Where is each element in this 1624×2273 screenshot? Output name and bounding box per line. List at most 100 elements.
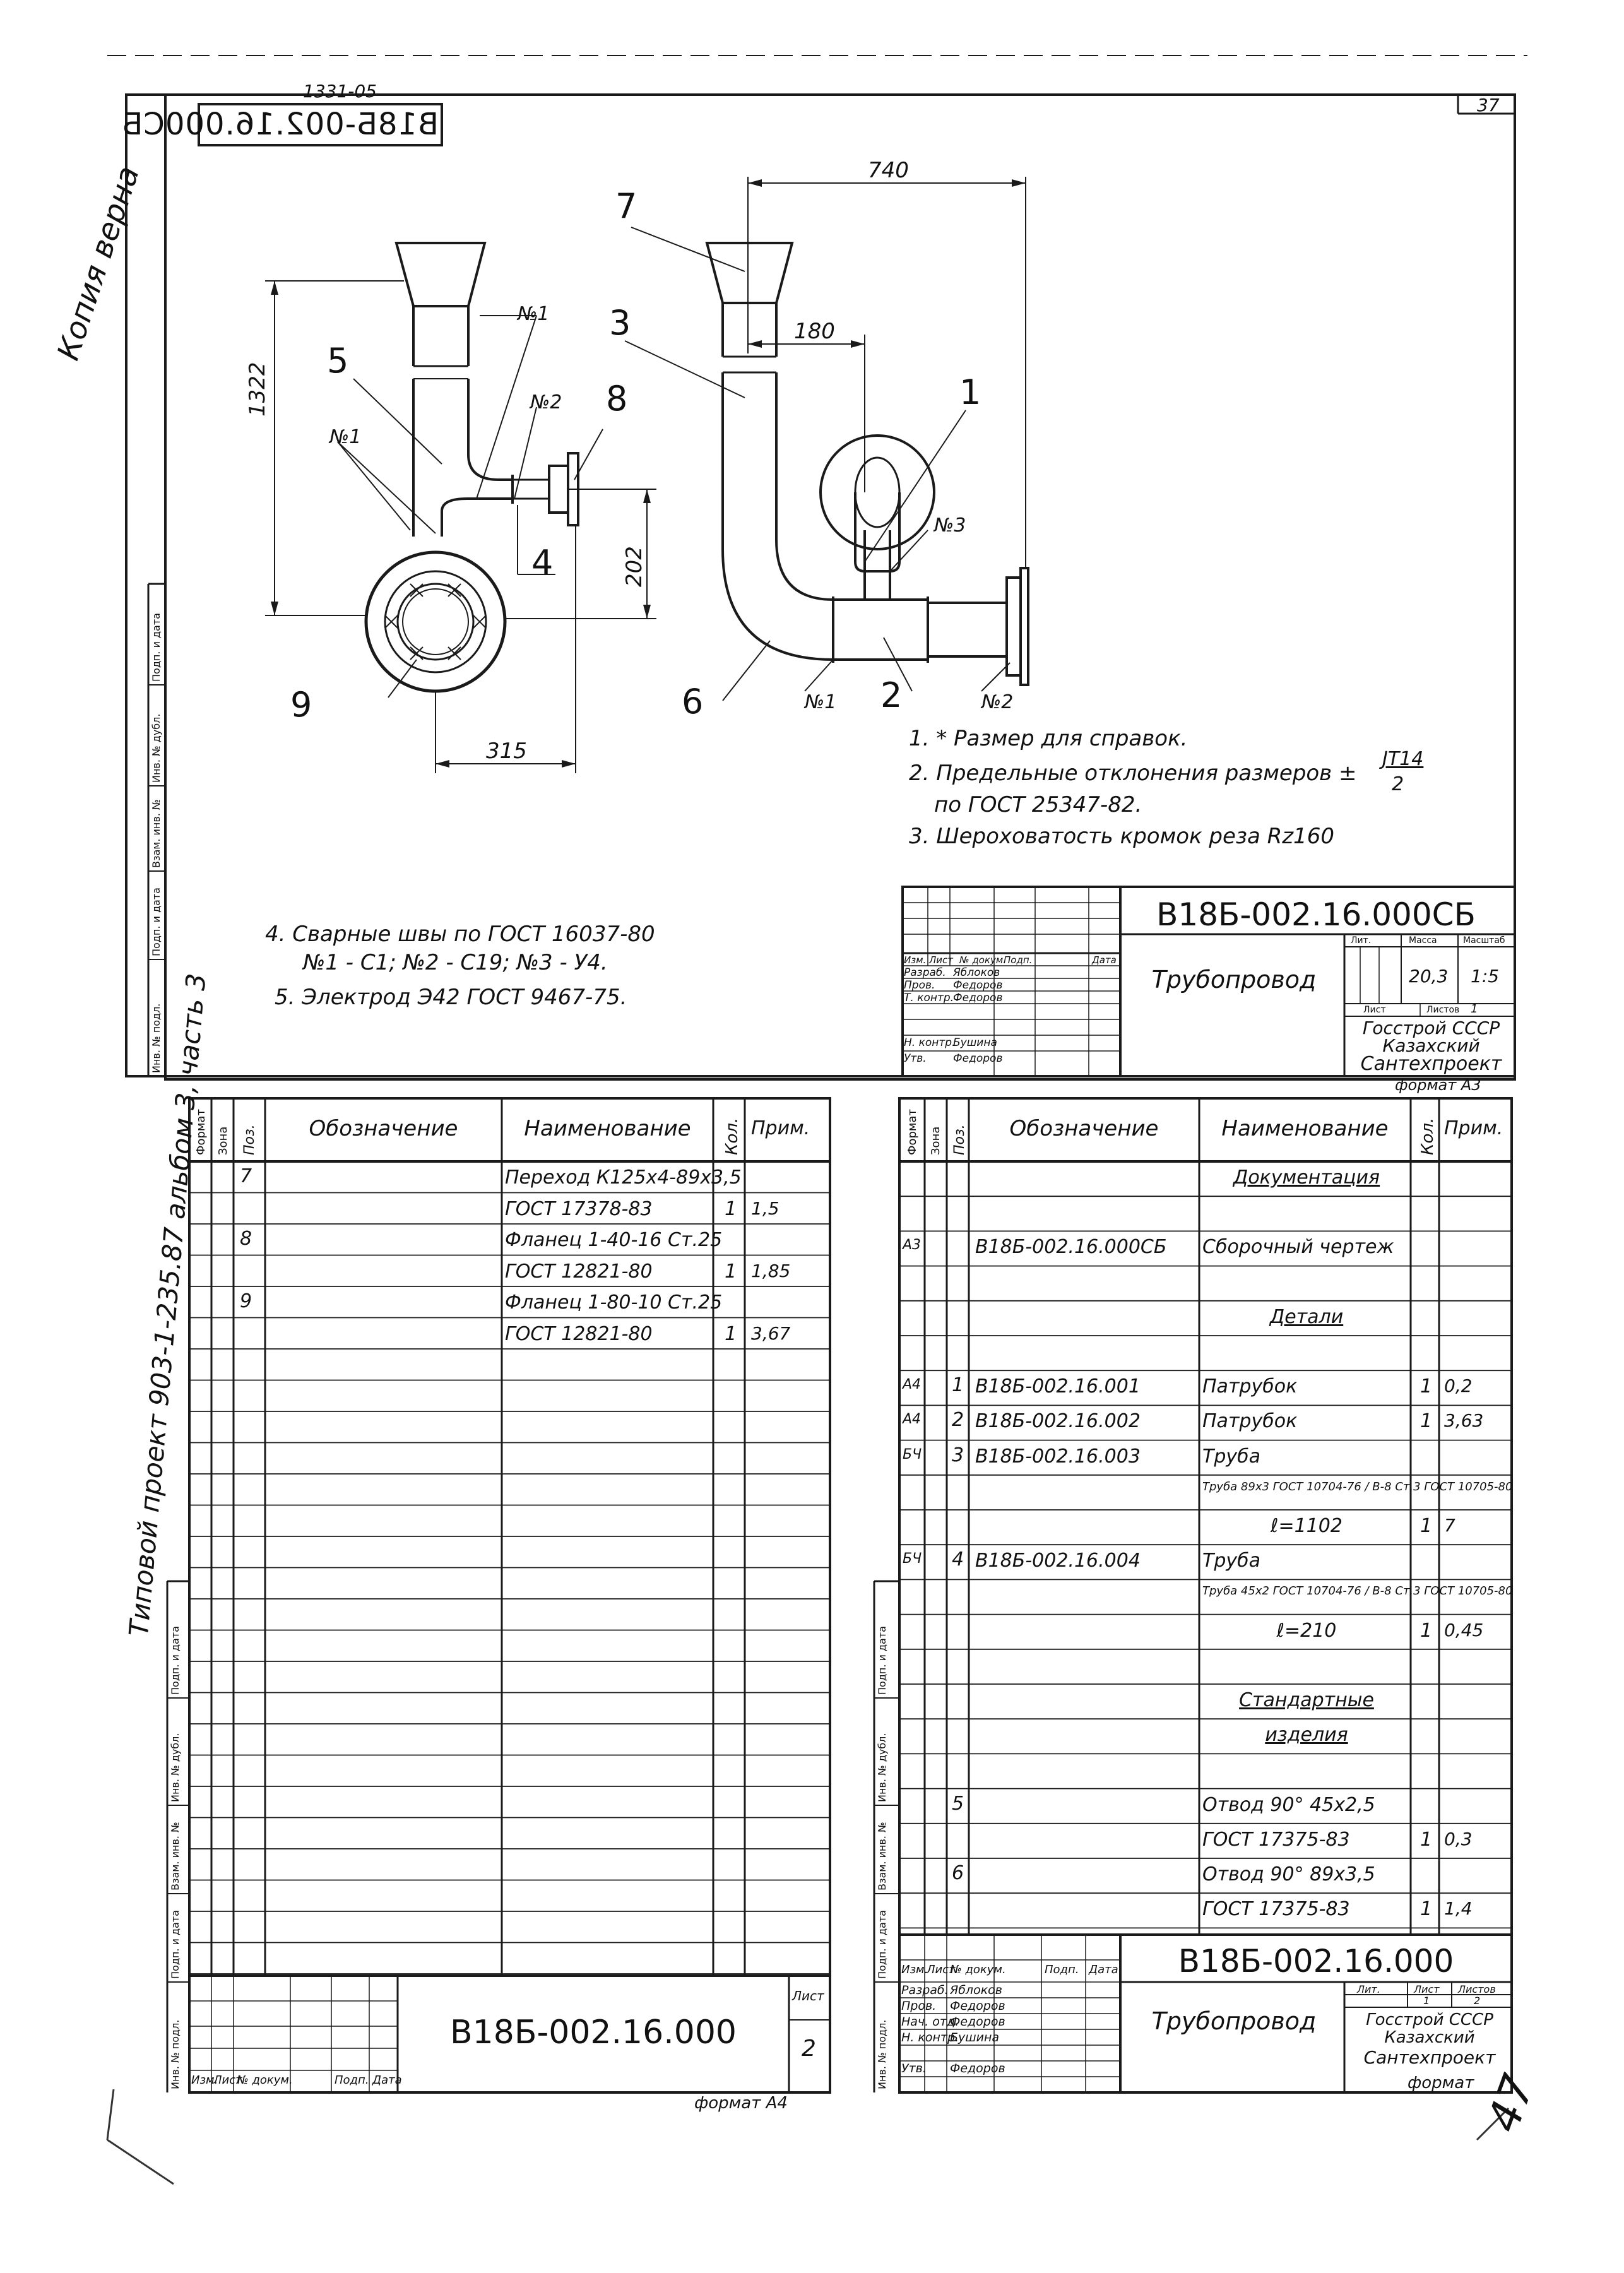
spec-name: Документация [1233, 1166, 1380, 1189]
spec-note: 3,67 [751, 1322, 791, 1344]
spec-qty: 1 [1420, 1375, 1433, 1398]
note-2: 2. Предельные отклонения размеров ± [909, 761, 1357, 786]
weld-mark: №1 [329, 426, 362, 448]
stamp-top-org-2: Казахский [1382, 1035, 1480, 1056]
spec-note: 1,5 [751, 1197, 779, 1219]
spec-name: Переход К125х4-89х3,5 [505, 1166, 742, 1189]
stamp-top-mass-header: Масса [1409, 935, 1437, 946]
top-sheet-frame [164, 93, 1516, 1081]
spec-name: ГОСТ 12821-80 [505, 1322, 653, 1345]
stamp-top-sheets-header: Листов [1426, 1005, 1460, 1015]
stamp-person: Бушина [950, 2031, 1000, 2045]
spec-name: Фланец 1-40-16 Ст.25 [505, 1229, 723, 1251]
stamp-top-org-3: Сантехпроект [1360, 1053, 1502, 1075]
corner-mark: 1331-05 [303, 81, 377, 102]
spec-position: 6 [952, 1862, 964, 1884]
callout-1: 1 [959, 372, 981, 412]
note-4-welds: №1 - С1; №2 - С19; №3 - У4. [303, 950, 608, 975]
spec-name: Труба 45х2 ГОСТ 10704-76 / В-8 Ст.3 ГОСТ… [1202, 1584, 1513, 1598]
spec-name: Сборочный чертеж [1202, 1236, 1394, 1259]
col-header-pos: Поз. [242, 1124, 258, 1155]
weld-mark: №2 [530, 391, 562, 413]
spec-name: Детали [1269, 1305, 1344, 1328]
note-2-fraction-bottom: 2 [1392, 773, 1404, 795]
stamp-role: Разраб. [904, 966, 946, 979]
stamp-top-sheets-value: 1 [1471, 1002, 1478, 1016]
dim-180: 180 [794, 319, 835, 344]
stamp-role: Пров. [904, 979, 935, 992]
spec-name: изделия [1265, 1724, 1348, 1747]
spec-qty: 1 [1420, 1410, 1433, 1433]
callout-2: 2 [880, 675, 903, 715]
col-header-designation: Обозначение [309, 1116, 458, 1141]
margin-label: Подп. и дата [169, 1910, 181, 1979]
weld-mark: №1 [805, 691, 837, 713]
spec-name: Отвод 90° 89х3,5 [1202, 1863, 1375, 1885]
note-2-standard: по ГОСТ 25347-82. [934, 792, 1142, 817]
col-header-zone: Зона [929, 1126, 942, 1155]
spec-name: Патрубок [1202, 1410, 1298, 1433]
spec-name: ГОСТ 12821-80 [505, 1260, 653, 1283]
stamp-right-sheet-header: Лист [1414, 1983, 1440, 1995]
dimension-lines [265, 177, 1026, 773]
margin-label: Взам. инв. № [169, 1822, 181, 1890]
spec-position: 8 [240, 1228, 252, 1250]
col-header-qty: Кол. [1418, 1117, 1437, 1155]
spec-position: 3 [952, 1444, 964, 1466]
stamp-person: Федоров [950, 2015, 1005, 2029]
spec-name: Отвод 90° 45х2,5 [1202, 1793, 1375, 1816]
spec-position: 5 [952, 1792, 964, 1815]
stamp-top-sheet-header: Лист [1363, 1005, 1386, 1015]
margin-label: Инв. № дубл. [876, 1733, 888, 1802]
col-header-format: Формат [906, 1108, 919, 1155]
col-header-note: Прим. [1444, 1117, 1503, 1139]
spec-format: А4 [903, 1377, 922, 1393]
stamp-header-cell: Лист [929, 954, 954, 966]
spec-qty: 1 [1420, 1515, 1433, 1537]
spec-note: 3,63 [1444, 1410, 1484, 1432]
stamp-top-mass: 20,3 [1409, 966, 1449, 987]
spec-position: 4 [952, 1548, 964, 1571]
spec-note: 1,85 [751, 1260, 791, 1281]
spec-qty: 1 [1420, 1619, 1433, 1642]
stamp-role: Н. контр. [901, 2031, 959, 2045]
mirrored-code-box [198, 103, 443, 146]
spec-note: 0,3 [1444, 1828, 1473, 1849]
callout-8: 8 [606, 379, 628, 418]
weld-mark: №3 [934, 514, 966, 537]
stamp-person: Федоров [950, 2062, 1005, 2075]
stamp-header-cell: № докум. [950, 1963, 1006, 1976]
dim-740: 740 [868, 158, 909, 183]
spec-designation: В18Б-002.16.004 [975, 1550, 1141, 1572]
stamp-header-cell: Подп. [1004, 954, 1033, 966]
stamp-right-lit-header: Лит. [1357, 1983, 1380, 1995]
left-spec-frame [188, 1097, 831, 2094]
stamp-top-scale-header: Масштаб [1463, 935, 1505, 946]
spec-name: ℓ=1102 [1271, 1515, 1342, 1537]
stamp-left-format: формат А4 [694, 2094, 788, 2113]
spec-position: 7 [240, 1165, 252, 1187]
stamp-role: Разраб. [901, 1983, 949, 1997]
col-header-name: Наименование [524, 1116, 691, 1141]
spec-note: 0,2 [1444, 1375, 1473, 1397]
margin-label: Инв. № дубл. [169, 1733, 181, 1802]
stamp-person: Федоров [953, 992, 1003, 1004]
spec-format: А4 [903, 1411, 922, 1428]
spec-name: ГОСТ 17378-83 [505, 1197, 653, 1220]
stamp-role: Н. контр. [904, 1036, 956, 1049]
col-header-qty: Кол. [723, 1117, 742, 1155]
stamp-person: Яблоков [953, 966, 1000, 979]
note-1: 1. * Размер для справок. [909, 726, 1188, 751]
weld-mark: №1 [518, 303, 550, 325]
margin-label: Инв. № подл. [150, 1003, 162, 1073]
spec-name: Фланец 1-80-10 Ст.25 [505, 1291, 723, 1314]
spec-qty: 1 [725, 1322, 737, 1345]
spec-designation: В18Б-002.16.002 [975, 1410, 1141, 1433]
stamp-header-cell: Изм. [904, 954, 927, 966]
callout-7: 7 [615, 186, 637, 226]
margin-label: Взам. инв. № [150, 799, 162, 868]
stamp-right-format: формат [1408, 2074, 1474, 2092]
spec-note: 0,45 [1444, 1619, 1484, 1641]
col-header-zone: Зона [216, 1126, 230, 1155]
margin-label: Инв. № подл. [876, 2019, 888, 2089]
